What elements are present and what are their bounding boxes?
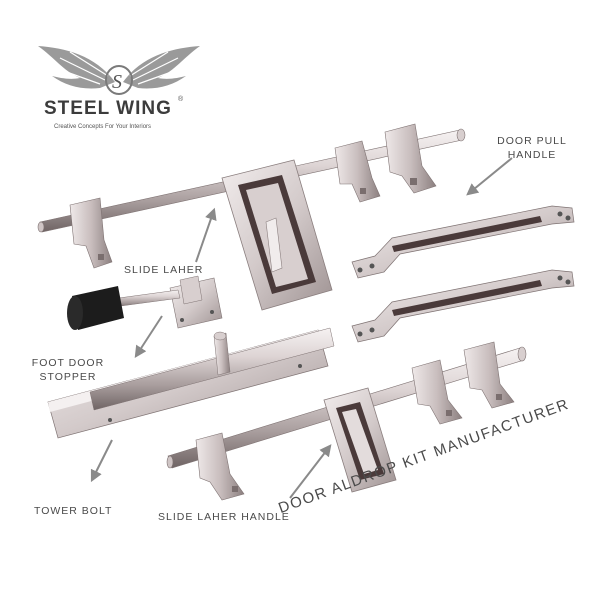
arrow-door-pull-handle	[466, 157, 513, 196]
bottom-aldrop	[166, 341, 527, 501]
label-foot-door-stopper-line2: STOPPER	[39, 371, 97, 383]
door-pull-handle-upper	[351, 205, 575, 279]
arrow-slide-laher	[195, 207, 217, 263]
label-slide-laher: SLIDE LAHER	[124, 264, 204, 276]
arrow-tower-bolt	[90, 439, 113, 483]
arrow-foot-door-stopper	[134, 315, 163, 359]
label-door-pull-handle-line1: DOOR PULL	[497, 135, 567, 147]
label-door-pull-handle-line2: HANDLE	[507, 149, 557, 161]
tower-bolt	[47, 327, 335, 439]
brand-tagline: Creative Concepts For Your Interiors	[54, 124, 152, 130]
label-foot-door-stopper: FOOT DOOR STOPPER	[18, 356, 118, 384]
registered-mark: ®	[178, 96, 184, 103]
logo-letter: S	[112, 71, 122, 93]
callout-arrows	[90, 157, 513, 499]
arrow-slide-laher-handle	[289, 444, 332, 499]
foot-door-stopper	[67, 275, 223, 330]
label-door-pull-handle: DOOR PULL HANDLE	[482, 134, 582, 162]
label-foot-door-stopper-line1: FOOT DOOR	[31, 357, 105, 369]
door-pull-handle-lower	[351, 269, 575, 343]
brand-logo-wings: S	[38, 46, 200, 95]
label-tower-bolt: TOWER BOLT	[34, 505, 113, 517]
label-slide-laher-handle: SLIDE LAHER HANDLE	[158, 511, 290, 523]
brand-name: STEEL WING	[44, 98, 172, 119]
top-aldrop	[37, 123, 466, 311]
